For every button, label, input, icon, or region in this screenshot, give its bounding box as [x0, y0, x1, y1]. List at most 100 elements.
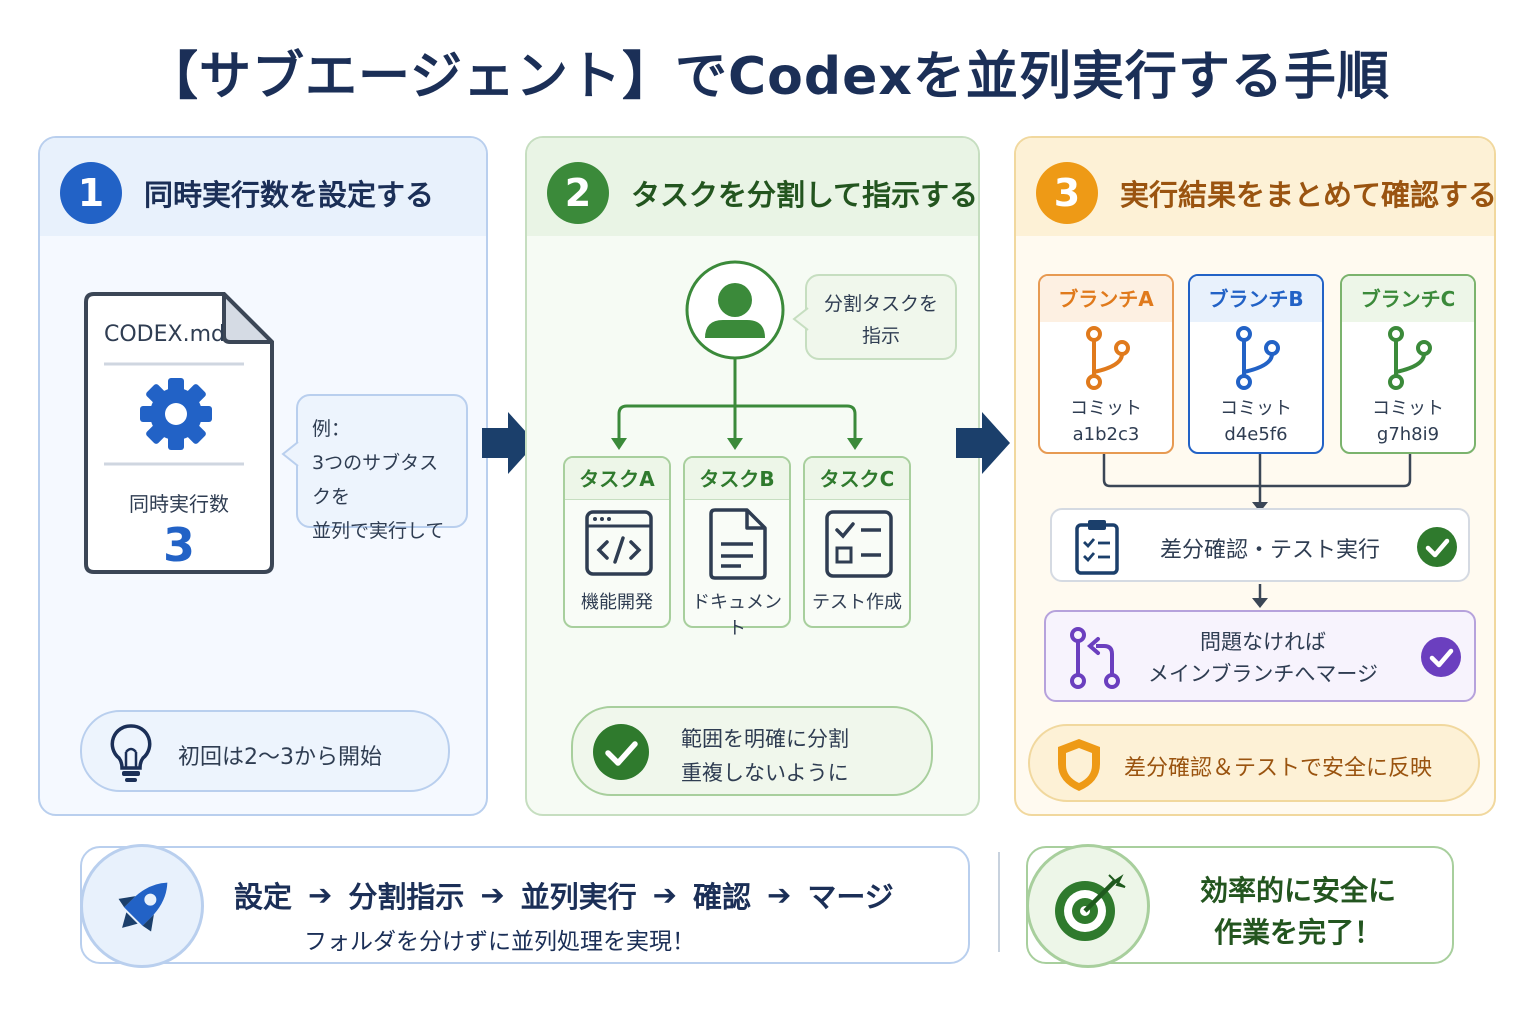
branch-name: ブランチC: [1342, 276, 1474, 322]
task-label: テスト作成: [812, 592, 902, 613]
scope-note-line-1: 範囲を明確に分割: [681, 727, 849, 751]
step2-header: 2 タスクを分割して指示する: [527, 138, 978, 236]
flow-arrow-icon: ➔: [767, 878, 792, 912]
scope-note-line-2: 重複しないように: [681, 761, 849, 785]
setting-label: 同時実行数: [129, 492, 229, 516]
tip-pill: 初回は2〜3から開始: [80, 710, 450, 792]
target-badge: [1026, 844, 1150, 968]
commit-hash: a1b2c3: [1072, 424, 1140, 445]
instruction-line-2: 指示: [861, 325, 900, 347]
step1-header: 1 同時実行数を設定する: [40, 138, 486, 236]
task-card-b: タスクB ドキュメント: [683, 456, 791, 639]
example-line-1: 例：: [312, 418, 351, 440]
git-branch-icon: [1236, 326, 1280, 390]
merge-line-2: メインブランチへマージ: [1148, 662, 1378, 686]
commit-info: コミット g7h8i9: [1342, 396, 1474, 448]
step3-header: 3 実行結果をまとめて確認する: [1016, 138, 1494, 236]
result-line-1: 効率的に安全に: [1199, 874, 1396, 907]
task-name: タスクB: [685, 458, 789, 500]
flow-step-2: 分割指示: [348, 880, 465, 914]
lightbulb-icon: [110, 724, 152, 782]
flow-step-3: 並列実行: [520, 880, 637, 914]
result-text: 効率的に安全に 作業を完了！: [1148, 870, 1448, 954]
flow-arrow-icon: ➔: [480, 878, 505, 912]
merge-text: 問題なければ メインブランチへマージ: [1138, 626, 1388, 690]
divider: [998, 852, 1000, 952]
step1-title: 同時実行数を設定する: [144, 178, 435, 212]
code-window-icon: [585, 510, 653, 576]
branch-card-c: ブランチC コミット g7h8i9: [1340, 274, 1476, 454]
git-branch-icon: [1388, 326, 1432, 390]
task-label: ドキュメント: [692, 592, 782, 639]
step2-title: タスクを分割して指示する: [631, 178, 979, 212]
step1-panel: 1 同時実行数を設定する: [38, 136, 488, 816]
step-arrow-1-icon: [482, 412, 536, 474]
merge-row: 問題なければ メインブランチへマージ: [1044, 610, 1476, 702]
step-arrow-2-icon: [956, 412, 1010, 474]
user-icon: [705, 283, 765, 338]
scope-note: 範囲を明確に分割 重複しないように: [681, 722, 849, 790]
flow-arrow-icon: ➔: [652, 878, 677, 912]
review-text: 差分確認・テスト実行: [1160, 538, 1381, 563]
page-title: 【サブエージェント】でCodexを並列実行する手順: [146, 47, 1390, 107]
codex-file-card: CODEX.md 同時実行数 3: [84, 292, 274, 574]
commit-info: コミット a1b2c3: [1040, 396, 1172, 448]
rocket-badge: [80, 844, 204, 968]
task-card-a: タスクA 機能開発: [563, 456, 671, 628]
example-bubble: 例： 3つのサブタスクを 並列で実行して: [296, 394, 468, 542]
step3-title: 実行結果をまとめて確認する: [1120, 178, 1496, 212]
instruction-line-1: 分割タスクを: [823, 293, 938, 315]
example-line-3: 並列で実行して: [312, 520, 445, 542]
flow-step-5: マージ: [807, 880, 894, 914]
merge-line-1: 問題なければ: [1200, 630, 1326, 654]
task-tree: [611, 260, 863, 450]
branch-card-a: ブランチA コミット a1b2c3: [1038, 274, 1174, 454]
step1-number: 1: [60, 162, 122, 224]
safety-pill: 差分確認＆テストで安全に反映: [1028, 724, 1480, 802]
flow-subtitle: フォルダを分けずに並列処理を実現！: [304, 929, 695, 955]
merge-connectors: [1102, 454, 1412, 608]
branch-name: ブランチA: [1040, 276, 1172, 322]
branch-card-b: ブランチB コミット d4e5f6: [1188, 274, 1324, 454]
step2-panel: 2 タスクを分割して指示する 分割タスクを 指示 タスクA 機能開発 タスクB: [525, 136, 980, 816]
clipboard-icon: [1075, 520, 1119, 575]
process-flow: 設定 ➔ 分割指示 ➔ 並列実行 ➔ 確認 ➔ マージ: [234, 874, 894, 916]
example-line-2: 3つのサブタスクを: [312, 452, 439, 508]
branch-name: ブランチB: [1190, 276, 1322, 322]
check-circle-icon: [1421, 637, 1461, 677]
check-circle-icon: [1417, 527, 1457, 567]
commit-label: コミット: [1372, 398, 1444, 419]
commit-label: コミット: [1220, 398, 1292, 419]
checklist-icon: [825, 510, 893, 578]
document-icon: [709, 508, 767, 580]
scope-note-pill: 範囲を明確に分割 重複しないように: [571, 706, 933, 796]
commit-info: コミット d4e5f6: [1190, 396, 1322, 448]
result-card: 効率的に安全に 作業を完了！: [1026, 844, 1454, 968]
review-row: 差分確認・テスト実行: [1050, 508, 1470, 582]
git-merge-icon: [1070, 627, 1120, 689]
bubble-tail: [792, 307, 809, 331]
commit-label: コミット: [1070, 398, 1142, 419]
flow-step-4: 確認: [692, 880, 751, 914]
task-name: タスクC: [805, 458, 909, 500]
task-name: タスクA: [565, 458, 669, 500]
step3-number: 3: [1036, 162, 1098, 224]
step3-panel: 3 実行結果をまとめて確認する ブランチA コミット a1b2c3 ブランチB …: [1014, 136, 1496, 816]
step2-number: 2: [547, 162, 609, 224]
gear-icon: [140, 378, 212, 450]
result-line-2: 作業を完了！: [1213, 916, 1382, 949]
git-branch-icon: [1086, 326, 1130, 390]
bubble-tail: [281, 441, 299, 467]
check-circle-icon: [593, 724, 649, 780]
task-label: 機能開発: [581, 592, 653, 613]
setting-value: 3: [162, 518, 195, 572]
flow-arrow-icon: ➔: [308, 878, 333, 912]
target-icon: [1055, 874, 1126, 941]
file-name: CODEX.md: [104, 322, 225, 347]
instruction-bubble: 分割タスクを 指示: [805, 274, 957, 360]
safety-text: 差分確認＆テストで安全に反映: [1124, 756, 1433, 781]
summary-flow-card: 設定 ➔ 分割指示 ➔ 並列実行 ➔ 確認 ➔ マージ フォルダを分けずに並列処…: [80, 844, 970, 968]
shield-icon: [1058, 739, 1100, 791]
file-icon: [84, 292, 274, 574]
commit-hash: g7h8i9: [1376, 424, 1440, 445]
